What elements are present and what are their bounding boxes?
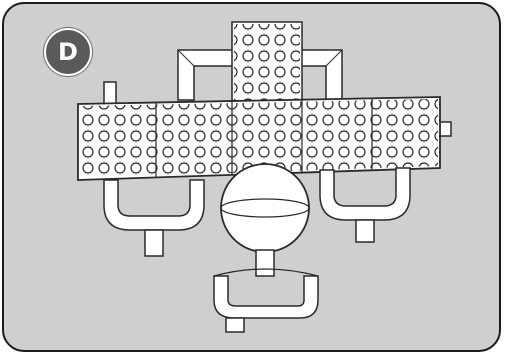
step-label: D <box>58 38 78 66</box>
right-claw-part <box>319 167 411 243</box>
main-stud-plate <box>77 96 441 181</box>
center-sphere <box>220 163 310 253</box>
left-claw-part <box>103 179 205 257</box>
bottom-claw-part <box>213 249 319 333</box>
step-badge: D <box>44 28 92 76</box>
vertical-brick <box>231 21 303 105</box>
